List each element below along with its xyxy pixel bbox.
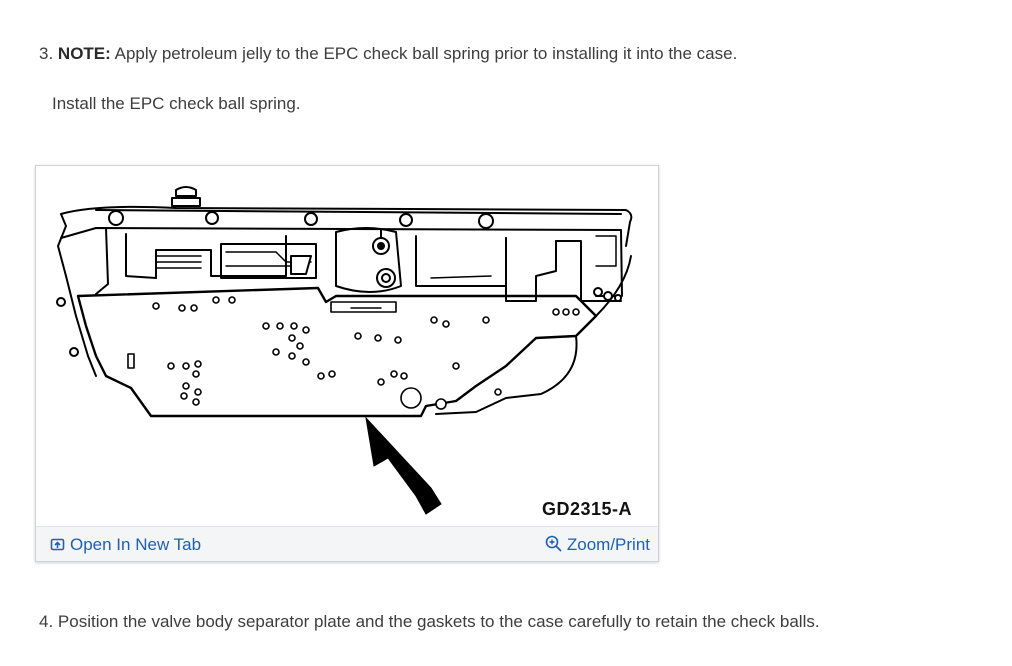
valve-body-diagram — [56, 186, 633, 515]
figure-caption: GD2315-A — [541, 499, 632, 519]
step-3-instruction: Install the EPC check ball spring. — [52, 94, 301, 113]
note-label: NOTE: — [57, 44, 111, 63]
step-number: 3. — [39, 44, 54, 63]
step-4: 4. Position the valve body separator pla… — [39, 612, 820, 631]
zoom-print-label: Zoom/Print — [566, 535, 650, 554]
open-in-new-tab-label: Open In New Tab — [70, 535, 202, 554]
figure-toolbar: Open In New Tab Zoom/Print — [36, 526, 658, 561]
indicator-arrow — [365, 416, 442, 515]
note-text: Apply petroleum jelly to the EPC check b… — [114, 44, 738, 63]
step-3-note: 3. NOTE: Apply petroleum jelly to the EP… — [39, 43, 737, 65]
zoom-print-link[interactable]: Zoom/Print — [545, 535, 650, 555]
figure-container: GD2315-A Open In New Tab Zoom/Print — [35, 165, 659, 562]
zoom-in-icon — [545, 535, 562, 552]
open-in-new-tab-link[interactable]: Open In New Tab — [50, 535, 201, 555]
open-in-new-tab-icon — [50, 538, 65, 551]
